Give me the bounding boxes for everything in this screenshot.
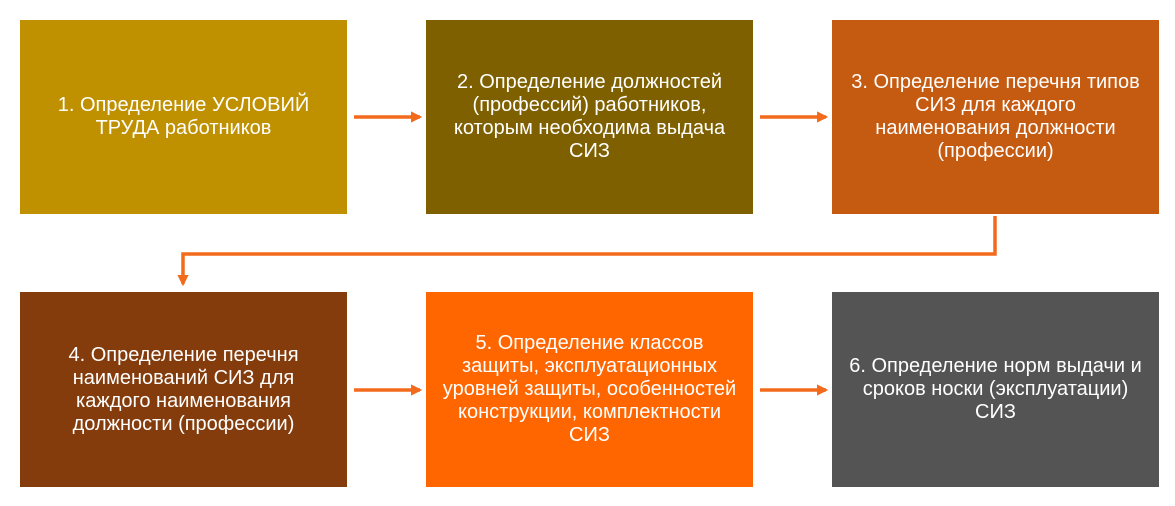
step-3-box: 3. Определение перечня типов СИЗ для каж…: [832, 20, 1159, 214]
step-6-box: 6. Определение норм выдачи и сроков носк…: [832, 292, 1159, 487]
step-3-label: 3. Определение перечня типов СИЗ для каж…: [851, 71, 1140, 162]
step-5-box: 5. Определение классов защиты, эксплуата…: [426, 292, 753, 487]
step-4-label: 4. Определение перечня наименований СИЗ …: [68, 343, 299, 435]
step-6-label: 6. Определение норм выдачи и сроков носк…: [849, 355, 1142, 423]
step-1-box: 1. Определение УСЛОВИЙ ТРУДА работников: [20, 20, 347, 214]
step-5-label: 5. Определение классов защиты, эксплуата…: [442, 332, 737, 446]
step-4-box: 4. Определение перечня наименований СИЗ …: [20, 292, 347, 487]
arrow-3-to-4: [177, 216, 997, 287]
step-2-label: 2. Определение должностей (профессий) ра…: [453, 71, 726, 162]
step-2-box: 2. Определение должностей (профессий) ра…: [426, 20, 753, 214]
step-1-label: 1. Определение УСЛОВИЙ ТРУДА работников: [57, 94, 310, 139]
